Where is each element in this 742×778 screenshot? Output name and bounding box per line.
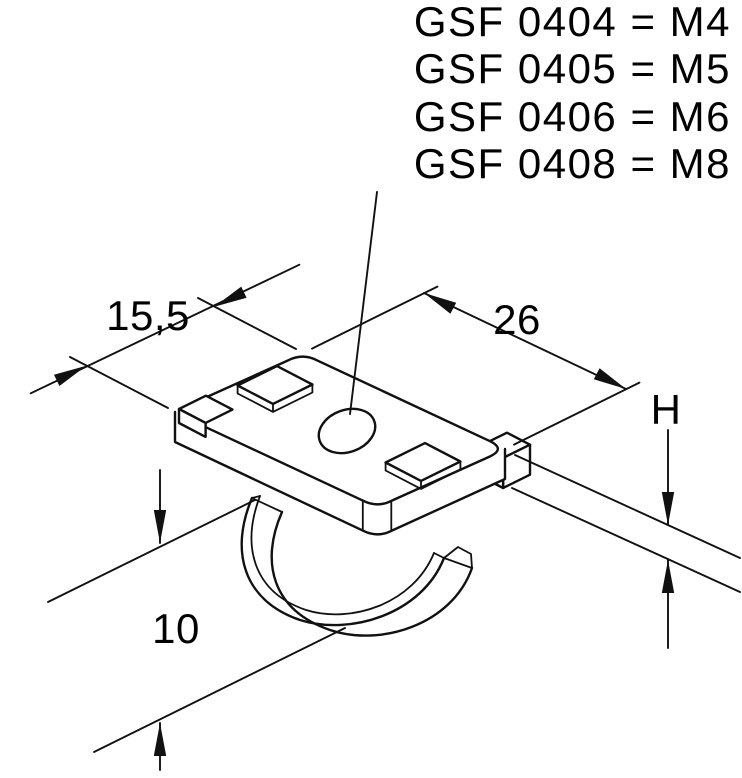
extension-line [69, 356, 169, 409]
left-tab-front-face [177, 407, 207, 439]
variant-label: GSF 0406 = M6 [414, 93, 731, 140]
spring-bow-inner-edge [250, 495, 435, 616]
variant-label: GSF 0408 = M8 [414, 140, 731, 187]
dimension-label: H [651, 386, 682, 433]
notch-window-right [384, 441, 462, 490]
dimension-length: 26 [311, 285, 641, 446]
arrowhead [661, 492, 675, 525]
dimension-label: 26 [493, 296, 541, 343]
arrowhead [54, 365, 87, 386]
body-corner-verticals [361, 499, 393, 532]
notch-window-left [236, 364, 314, 413]
arrowhead [153, 510, 167, 543]
left-guide-tab [177, 394, 234, 439]
spring-bow-far-edge [270, 510, 474, 637]
spring-bow-outer-edge [240, 496, 446, 627]
arrowhead [153, 723, 167, 756]
notch-right-depth [384, 460, 462, 490]
dimension-spring-height: 10 [47, 469, 346, 771]
extension-line [197, 297, 297, 350]
notch-left-depth [236, 383, 314, 413]
leader-line [349, 191, 378, 415]
variant-label: GSF 0405 = M5 [414, 45, 731, 92]
arrowhead [424, 293, 457, 314]
spring-bow-right-foot [433, 546, 473, 569]
arrowhead [661, 560, 675, 593]
dimension-label: 15,5 [106, 292, 190, 339]
extension-line [311, 285, 439, 350]
extension-line [47, 499, 256, 603]
thread-hole [317, 407, 377, 455]
dimension-label: 10 [152, 605, 200, 652]
extension-line [514, 454, 741, 559]
variant-label: GSF 0404 = M4 [414, 0, 731, 45]
arrowhead [593, 368, 626, 389]
dimension-top-width: 15,5 [29, 263, 301, 409]
variant-table: GSF 0404 = M4 GSF 0405 = M5 GSF 0406 = M… [414, 0, 731, 187]
extension-line [513, 381, 641, 446]
dimension-line [423, 292, 627, 390]
extension-line [93, 627, 346, 753]
extension-line [511, 487, 741, 593]
arrowhead [214, 286, 247, 307]
spring-bow-left-endcap [251, 495, 283, 513]
dimension-height: H [511, 386, 741, 649]
spring-bow [240, 495, 474, 637]
